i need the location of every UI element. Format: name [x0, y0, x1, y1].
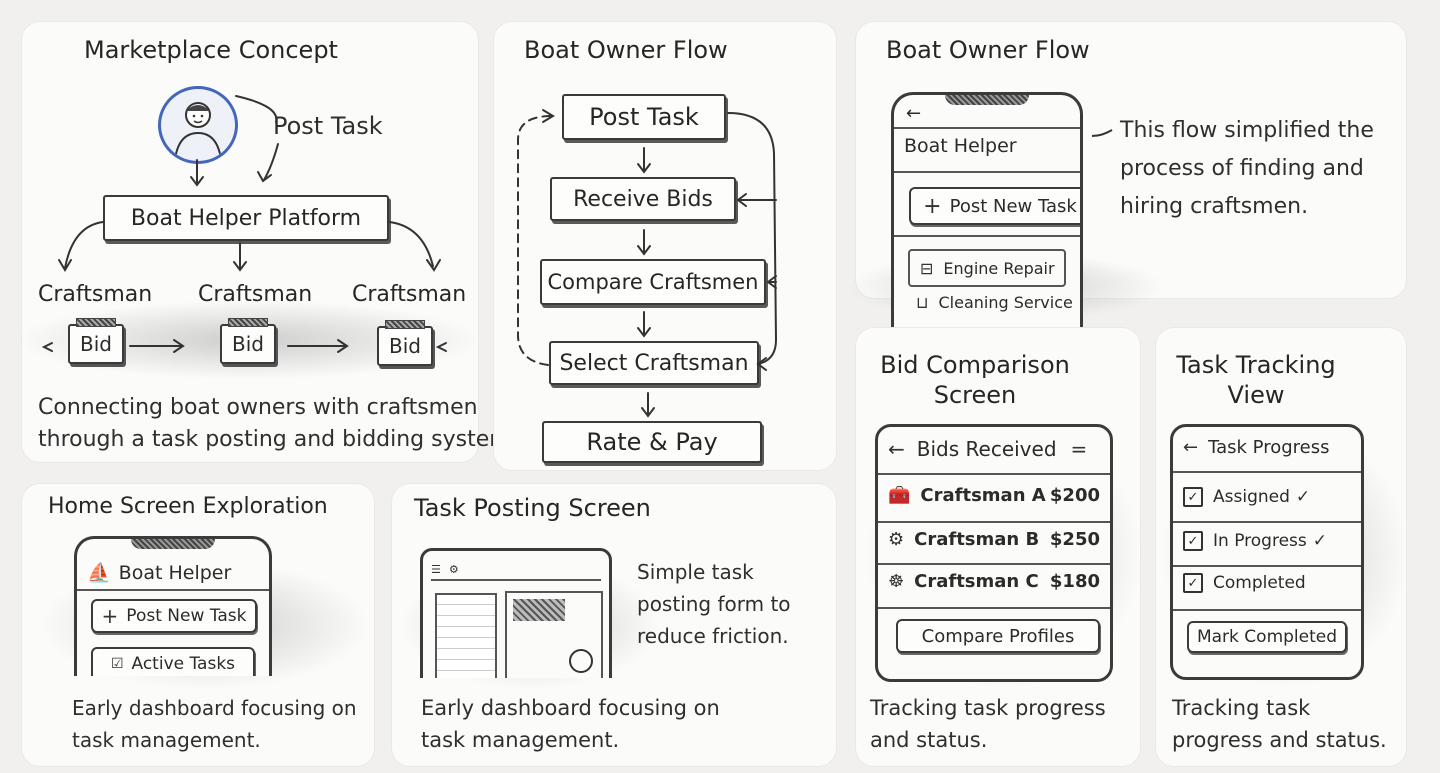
back-arrow-icon[interactable]: ← [888, 437, 905, 461]
marketplace-title: Marketplace Concept [84, 36, 338, 64]
settings-icon: ⚙ [448, 562, 459, 576]
posting-note: Simple task posting form to reduce frict… [637, 560, 791, 648]
craftsman-b-icon: ⚙ [888, 529, 905, 550]
progress-item[interactable]: ✓ Assigned ✓ [1183, 487, 1351, 507]
cleaning-icon: ⊔ [916, 293, 929, 312]
flow-step-rate-pay: Rate & Pay [542, 421, 762, 463]
plus-icon: + [101, 604, 119, 628]
bid-row[interactable]: ⚙ Craftsman B $250 [888, 529, 1100, 550]
boat-owner-avatar [158, 86, 238, 164]
platform-box: Boat Helper Platform [103, 195, 389, 241]
flow-step-compare: Compare Craftsmen [540, 259, 766, 305]
checkbox-icon[interactable]: ✓ [1183, 573, 1203, 593]
home-caption: Early dashboard focusing on task managem… [72, 696, 357, 752]
owner-phone: ← Boat Helper + Post New Task ⊟ Engine R… [891, 92, 1083, 332]
flow-title: Boat Owner Flow [524, 36, 728, 64]
boat-icon: ⛵ [87, 562, 111, 584]
back-arrow-icon[interactable]: ← [906, 103, 922, 124]
craftsman-a-icon: 🧰 [888, 485, 911, 506]
posting-sketch: ☰ ⚙ [420, 548, 612, 678]
craftsman-label-1: Craftsman [38, 282, 153, 307]
marketplace-card [22, 22, 478, 462]
checkbox-icon[interactable]: ✓ [1183, 531, 1203, 551]
active-tasks-button[interactable]: ☑ Active Tasks [91, 647, 255, 676]
bid-box-1: Bid [68, 318, 124, 364]
progress-item[interactable]: ✓ In Progress ✓ [1183, 531, 1351, 551]
app-name: Boat Helper [904, 135, 1017, 157]
compare-profiles-button[interactable]: Compare Profiles [896, 619, 1100, 653]
post-new-task-button[interactable]: + Post New Task [91, 599, 257, 633]
tracking-phone: ← Task Progress ✓ Assigned ✓ ✓ In Progre… [1170, 424, 1364, 680]
bid-box-2: Bid [220, 318, 276, 364]
bid-box-3: Bid [377, 320, 433, 366]
craftsman-label-3: Craftsman [352, 282, 467, 307]
back-arrow-icon[interactable]: ← [1183, 437, 1199, 458]
list-item[interactable]: ⊔ Cleaning Service [916, 293, 1073, 312]
checkbox-icon: ☑ [110, 656, 124, 672]
plus-icon: + [923, 193, 942, 219]
posting-title: Task Posting Screen [414, 494, 651, 522]
home-title: Home Screen Exploration [48, 494, 328, 519]
form-panel [435, 593, 497, 678]
bids-title: Bid Comparison Screen [880, 351, 1070, 409]
tracking-title: Task Tracking View [1176, 351, 1336, 409]
phone-notch [131, 539, 215, 549]
bids-header: ← Bids Received = [888, 437, 1088, 461]
marketplace-caption: Connecting boat owners with craftsmen th… [38, 395, 518, 452]
flow-step-select: Select Craftsman [549, 341, 759, 385]
phone-notch [945, 95, 1029, 105]
engine-icon: ⊟ [920, 258, 934, 278]
post-new-task-button[interactable]: + Post New Task [909, 187, 1080, 225]
bids-phone: ← Bids Received = 🧰 Craftsman A $200 ⚙ C… [875, 424, 1113, 682]
mark-completed-button[interactable]: Mark Completed [1187, 621, 1347, 653]
home-phone: ⛵ Boat Helper + Post New Task ☑ Active T… [74, 536, 272, 676]
tracking-caption: Tracking task progress and status. [1172, 696, 1387, 752]
menu-icon[interactable]: = [1070, 437, 1088, 461]
image-panel [505, 591, 603, 678]
posting-caption: Early dashboard focusing on task managem… [421, 696, 720, 752]
photo-placeholder [513, 599, 565, 621]
menu-icon: ☰ [431, 562, 441, 576]
post-task-label: Post Task [273, 112, 383, 140]
camera-icon [569, 649, 593, 673]
owner-phone-note: This flow simplified the process of find… [1120, 118, 1374, 219]
flow-step-post-task: Post Task [562, 94, 726, 140]
craftsman-label-2: Craftsman [198, 282, 313, 307]
bids-caption: Tracking task progress and status. [870, 696, 1106, 752]
flow-step-receive-bids: Receive Bids [550, 177, 736, 221]
tracking-header: ← Task Progress [1183, 437, 1330, 458]
bid-row[interactable]: 🧰 Craftsman A $200 [888, 485, 1100, 506]
sketch-toolbar: ☰ ⚙ [431, 559, 601, 581]
owner-phone-title: Boat Owner Flow [886, 36, 1090, 64]
craftsman-c-icon: ☸ [888, 571, 905, 592]
bid-row[interactable]: ☸ Craftsman C $180 [888, 571, 1100, 592]
list-item[interactable]: ⊟ Engine Repair [908, 249, 1066, 287]
checkmark-icon: ✓ [1312, 531, 1327, 551]
checkbox-icon[interactable]: ✓ [1183, 487, 1203, 507]
progress-item[interactable]: ✓ Completed [1183, 573, 1351, 593]
checkmark-icon: ✓ [1295, 487, 1311, 507]
app-header: ⛵ Boat Helper [87, 561, 232, 585]
